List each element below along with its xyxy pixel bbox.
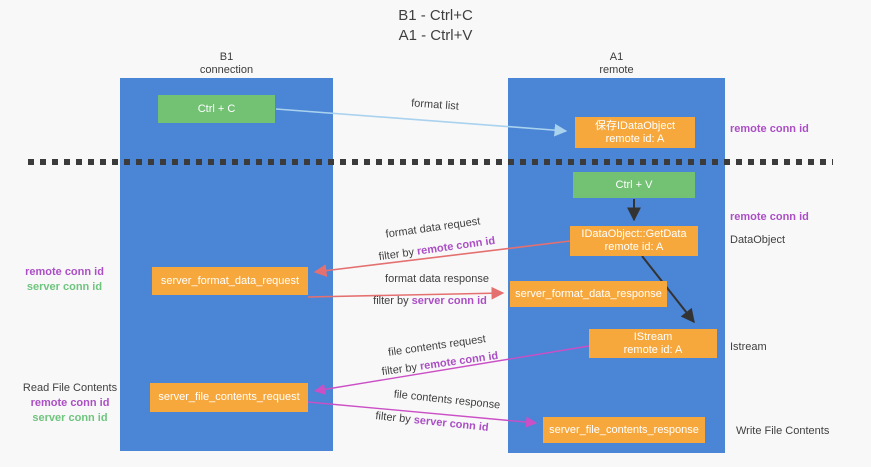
right-write-file-contents-label: Write File Contents [736, 425, 830, 437]
ctrl-v-label: Ctrl + V [615, 178, 653, 191]
right-remote-conn-id-top: remote conn id [730, 123, 809, 135]
lane-header-a1: A1 remote [508, 51, 725, 77]
left-read-file-contents: Read File Contents [22, 382, 118, 394]
left-read-file-group: Read File Contents remote conn id server… [20, 381, 120, 426]
lane-a1-role: remote [599, 64, 634, 76]
filter-by-text: filter by [374, 410, 415, 427]
lane-b1-name: B1 [219, 51, 234, 63]
server-format-data-request-label: server_format_data_request [160, 274, 300, 287]
node-ctrl-c: Ctrl + C [158, 95, 275, 123]
left-server-conn-id-1: server conn id [26, 281, 103, 293]
lane-header-b1: B1 connection [120, 51, 333, 77]
server-conn-id-em: server conn id [411, 295, 487, 307]
istream-line1: IStream [633, 330, 673, 343]
node-server-file-contents-request: server_file_contents_request [150, 383, 308, 412]
istream-line2: remote id: A [623, 343, 683, 356]
node-save-idataobject: 保存IDataObject remote id: A [575, 117, 695, 148]
filter-by-server-conn-id-label-2: filter by server conn id [357, 408, 507, 436]
left-remote-conn-id-2: remote conn id [30, 397, 110, 409]
ctrl-c-label: Ctrl + C [197, 102, 236, 115]
title-line-2: A1 - Ctrl+V [398, 27, 473, 44]
save-idataobject-line1: 保存IDataObject [594, 119, 676, 132]
format-data-response-label: format data response [385, 273, 489, 285]
remote-conn-id-em: remote conn id [416, 234, 496, 258]
getdata-line2: remote id: A [604, 241, 664, 253]
lane-a1-name: A1 [609, 51, 624, 63]
node-server-file-contents-response: server_file_contents_response [543, 417, 705, 443]
left-conn-id-group-1: remote conn id server conn id [22, 265, 107, 295]
node-server-format-data-request: server_format_data_request [152, 267, 308, 295]
node-server-format-data-response: server_format_data_response [510, 281, 667, 307]
left-server-conn-id-2: server conn id [32, 412, 108, 424]
node-idataobject-getdata: IDataObject::GetData remote id: A [570, 226, 698, 256]
node-ctrl-v: Ctrl + V [573, 172, 695, 198]
filter-by-text: filter by [378, 245, 418, 264]
right-remote-conn-id-mid: remote conn id [730, 211, 809, 223]
filter-by-text: filter by [373, 295, 412, 307]
getdata-line1: IDataObject::GetData [581, 228, 687, 240]
format-list-label: format list [410, 97, 460, 113]
dashed-divider [28, 159, 833, 165]
server-file-contents-response-label: server_file_contents_response [549, 423, 699, 436]
filter-by-text: filter by [381, 360, 421, 379]
left-remote-conn-id-1: remote conn id [25, 266, 104, 278]
title-line-1: B1 - Ctrl+C [398, 7, 473, 24]
remote-conn-id-em: remote conn id [419, 349, 499, 373]
save-idataobject-line2: remote id: A [605, 132, 665, 145]
server-format-data-response-label: server_format_data_response [515, 287, 662, 300]
right-dataobject-label: DataObject [730, 234, 786, 246]
server-conn-id-em: server conn id [413, 414, 490, 434]
server-file-contents-request-label: server_file_contents_request [158, 391, 300, 403]
node-istream: IStream remote id: A [589, 329, 717, 358]
filter-by-server-conn-id-label-1: filter by server conn id [355, 295, 505, 307]
right-istream-label: Istream [730, 341, 767, 353]
file-contents-response-label: file contents response [393, 388, 501, 412]
lane-b1-role: connection [199, 64, 254, 76]
diagram-title: B1 - Ctrl+C A1 - Ctrl+V [0, 6, 871, 46]
